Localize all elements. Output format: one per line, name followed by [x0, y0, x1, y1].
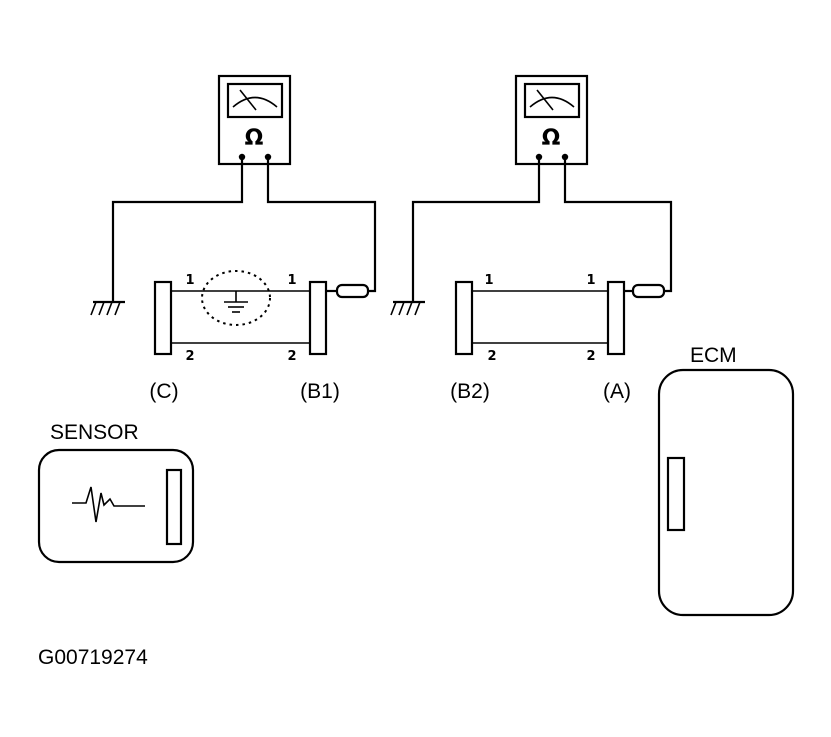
- wire-right-to-probe: [563, 157, 673, 293]
- ohmmeter-right-dial: [523, 82, 581, 119]
- ohmmeter-right-body: [514, 74, 589, 166]
- pin-label: 2: [487, 349, 496, 364]
- pin-label: 1: [287, 273, 296, 288]
- connector-b1-label: (B1): [300, 380, 340, 403]
- wire-left-to-ground: [111, 157, 244, 302]
- connector-c-label: (C): [149, 380, 178, 403]
- ecm-connector: [666, 456, 686, 532]
- connector-a: [606, 280, 626, 356]
- ohmmeter-left: Ω: [217, 74, 292, 166]
- ecm-unit: ECM: [657, 344, 795, 617]
- sensor-unit: SENSOR: [37, 421, 195, 564]
- ohmmeter-right-unit: Ω: [542, 126, 561, 151]
- connector-b2: [454, 280, 474, 356]
- wire-left-to-probe: [266, 157, 377, 293]
- harness-right: 1 1 2 2 (B2) (A): [450, 273, 631, 403]
- ohmmeter-left-scale: [232, 96, 278, 108]
- ohmmeter-right-needle: [536, 89, 554, 111]
- ecm-label: ECM: [690, 344, 737, 367]
- pin-label: 1: [185, 273, 194, 288]
- connector-a-label: (A): [603, 380, 631, 403]
- ohmmeter-right-scale: [529, 96, 575, 108]
- harness-left: 1 1 2 2 (C) (B1): [149, 270, 340, 403]
- pin-label: 1: [586, 273, 595, 288]
- connector-b2-label: (B2): [450, 380, 490, 403]
- chassis-ground-icon: [224, 291, 248, 313]
- ohmmeter-right: Ω: [514, 74, 589, 166]
- sensor-waveform-icon: [72, 486, 145, 523]
- sensor-body: [37, 448, 195, 564]
- ground-symbol-right: [390, 300, 425, 316]
- pin-label: 2: [287, 349, 296, 364]
- sensor-connector: [165, 468, 183, 546]
- ohmmeter-left-dial: [226, 82, 284, 119]
- probe-right: [631, 283, 666, 299]
- ohmmeter-left-unit: Ω: [245, 126, 264, 151]
- probe-left: [335, 283, 370, 299]
- ohmmeter-left-body: [217, 74, 292, 166]
- wiring-left: [90, 157, 377, 316]
- connector-c: [153, 280, 173, 356]
- wire-right-to-ground: [411, 157, 541, 302]
- connector-b1: [308, 280, 328, 356]
- figure-code: G00719274: [38, 646, 148, 669]
- pin-label: 1: [484, 273, 493, 288]
- short-circuit-highlight: [201, 270, 271, 326]
- ohmmeter-left-needle: [239, 89, 257, 111]
- pin-label: 2: [586, 349, 595, 364]
- ecm-body: [657, 368, 795, 617]
- ground-symbol-left: [90, 300, 125, 316]
- sensor-label: SENSOR: [50, 421, 139, 444]
- wiring-right: [390, 157, 673, 316]
- pin-label: 2: [185, 349, 194, 364]
